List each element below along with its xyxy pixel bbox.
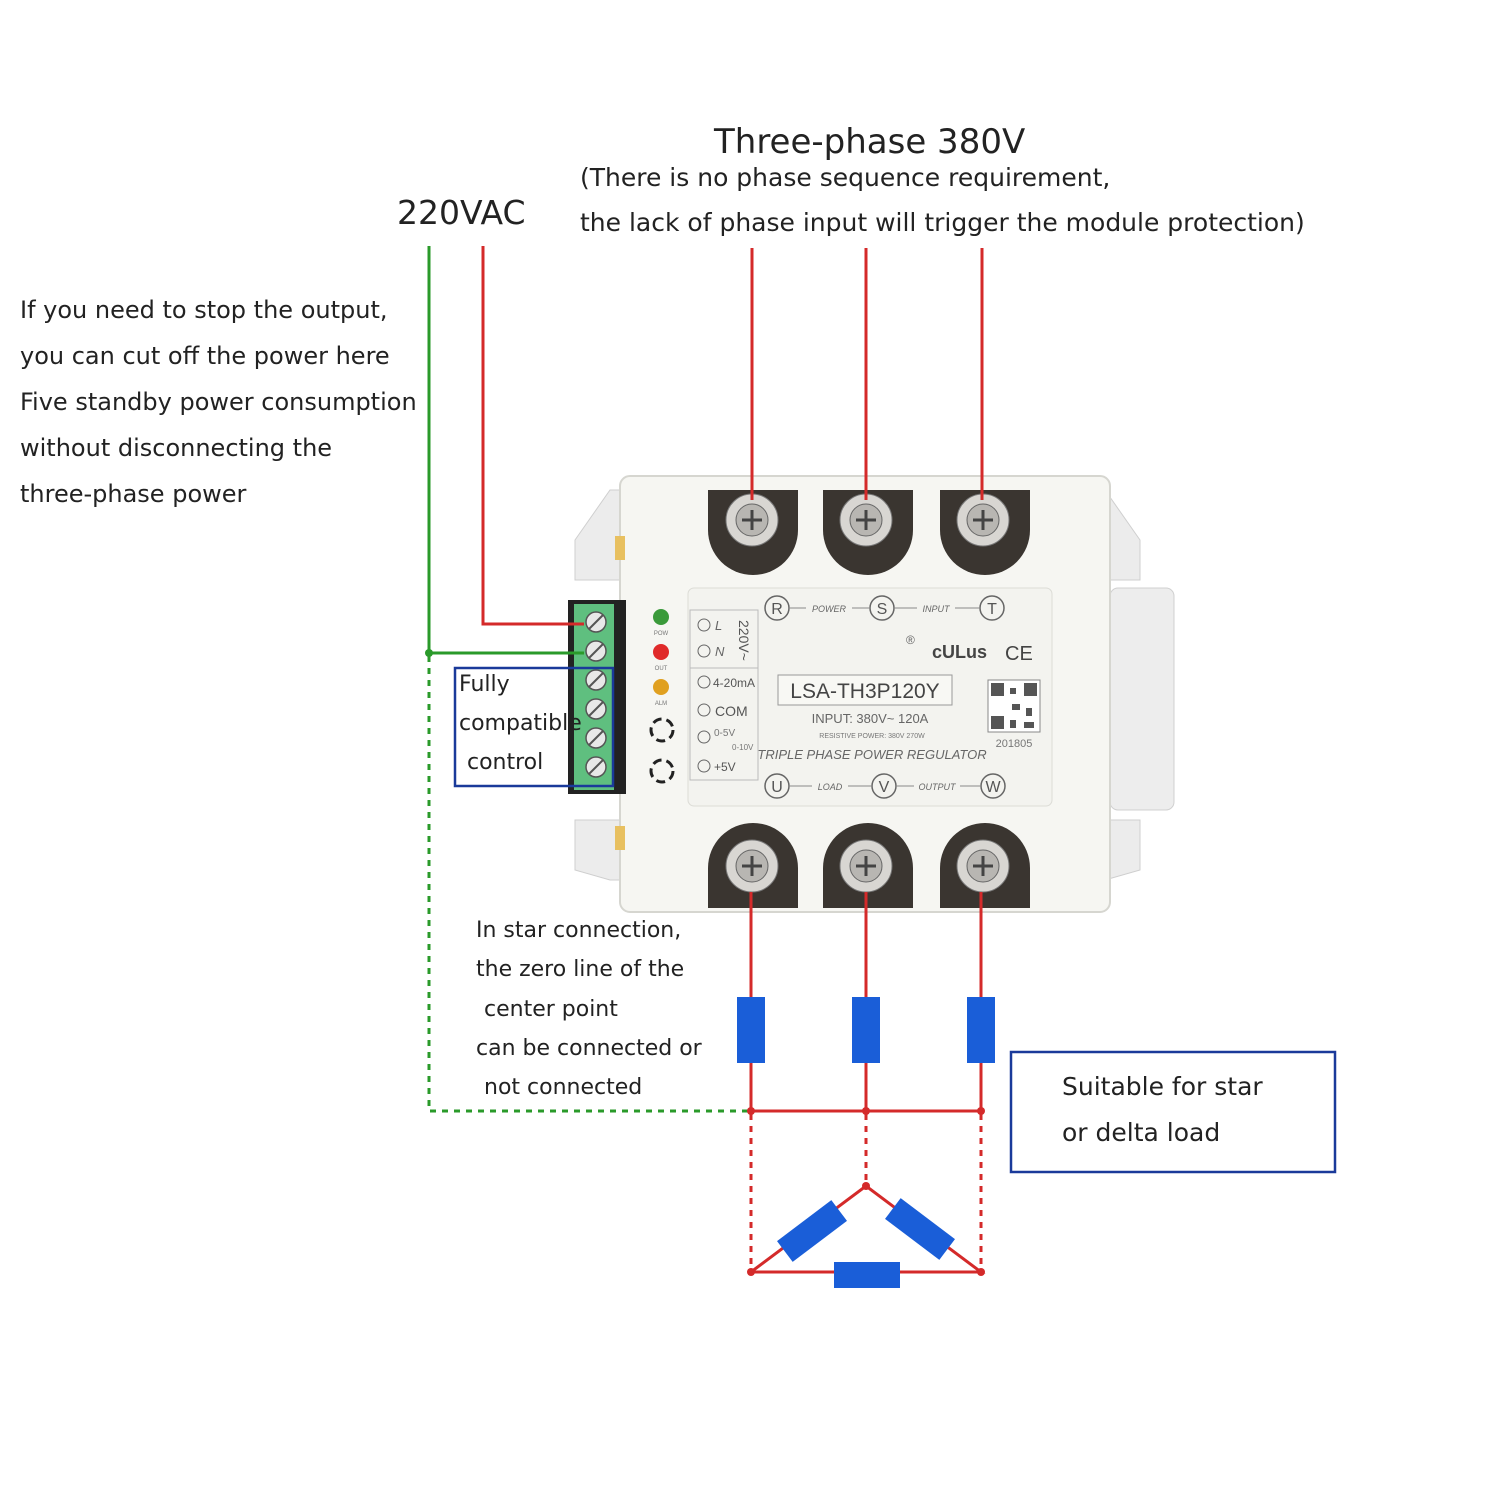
potentiometer-icon — [649, 717, 675, 743]
bottom-screw-terminals — [708, 823, 1030, 908]
phase-input-wires — [750, 248, 984, 500]
load-box-frame — [1009, 1050, 1337, 1174]
input-terminals: R S T POWER INPUT — [764, 595, 1005, 621]
delta-load-wires — [750, 1184, 986, 1274]
star-note-line-4: can be connected or — [476, 1036, 702, 1061]
input-rating: INPUT: 380V~ 120A — [812, 711, 929, 726]
star-note-line-2: the zero line of the — [476, 957, 685, 982]
led-alm-label: ALM — [655, 701, 667, 707]
pin-4-20ma: 4-20mA — [713, 676, 755, 690]
load-box-line-1: Suitable for star — [1062, 1072, 1263, 1101]
led-out — [653, 644, 669, 660]
star-note-line-5: not connected — [484, 1075, 643, 1100]
control-terminal-block — [568, 600, 626, 794]
terminal-t-label: T — [987, 601, 997, 618]
star-junctions — [747, 1107, 985, 1115]
date-code: 201805 — [996, 738, 1033, 750]
terminal-v-label: V — [879, 779, 890, 796]
pin-n: N — [715, 644, 725, 659]
terminal-r-label: R — [771, 601, 783, 618]
model-plate — [777, 674, 953, 706]
star-note-line-3: center point — [484, 997, 618, 1022]
output-terminals: U V W LOAD OUTPUT — [764, 773, 1006, 799]
output-label: OUTPUT — [919, 782, 958, 792]
pin-0-5v: 0-5V — [714, 728, 735, 739]
supply-marking: 220V~ — [736, 620, 752, 661]
pin-l: L — [715, 618, 722, 633]
input-label: INPUT — [923, 604, 952, 614]
terminal-u-label: U — [771, 779, 783, 796]
load-label: LOAD — [818, 782, 843, 792]
stop-note-line-4: without disconnecting the — [20, 434, 333, 462]
control-pin-legend: L N 4-20mA COM 0-5V 0-10V +5V 220V~ — [689, 609, 759, 781]
stop-note-line-1: If you need to stop the output, — [20, 296, 388, 324]
pin-0-10v: 0-10V — [732, 743, 754, 752]
subtitle-line-1: (There is no phase sequence requirement, — [580, 163, 1111, 192]
terminal-s-label: S — [877, 601, 888, 618]
led-pow — [653, 609, 669, 625]
neutral-junction — [425, 649, 433, 657]
load-box-line-2: or delta load — [1062, 1118, 1221, 1147]
live-wire — [481, 246, 584, 626]
stop-note-line-2: you can cut off the power here — [20, 342, 390, 370]
neutral-wire — [427, 246, 584, 655]
model-number: LSA-TH3P120Y — [790, 680, 939, 703]
delta-junctions — [747, 1182, 985, 1276]
qr-code-icon — [987, 679, 1041, 733]
led-pow-label: POW — [654, 631, 669, 637]
led-out-label: OUT — [655, 666, 668, 672]
ce-mark: CE — [1005, 643, 1033, 665]
supply-voltage-label: 220VAC — [397, 193, 526, 232]
pin-com: COM — [715, 703, 748, 719]
control-box-line-1: Fully — [459, 672, 510, 697]
pin-plus-5v: +5V — [714, 760, 736, 774]
control-box-frame — [453, 666, 615, 788]
control-box-line-2: compatible — [459, 711, 582, 736]
led-alm — [653, 679, 669, 695]
ul-mark: cULus — [932, 642, 987, 662]
top-screw-terminals — [708, 490, 1030, 575]
potentiometer-icon — [649, 758, 675, 784]
device-name: TRIPLE PHASE POWER REGULATOR — [757, 747, 986, 762]
subtitle-line-2: the lack of phase input will trigger the… — [580, 208, 1305, 237]
terminal-w-label: W — [985, 779, 1001, 796]
delta-alt-wires — [749, 1114, 983, 1272]
stop-note-line-5: three-phase power — [20, 480, 247, 508]
star-note-line-1: In star connection, — [476, 918, 682, 943]
power-label: POWER — [812, 604, 847, 614]
registered-mark: ® — [906, 633, 915, 647]
control-box-line-3: control — [467, 750, 544, 775]
resistive-power: RESISTIVE POWER: 380V 270W — [819, 733, 925, 740]
stop-note-line-3: Five standby power consumption — [20, 388, 417, 416]
diagram-title: Three-phase 380V — [714, 122, 1026, 162]
star-load-resistors — [737, 997, 995, 1063]
delta-load-resistors — [777, 1198, 955, 1288]
